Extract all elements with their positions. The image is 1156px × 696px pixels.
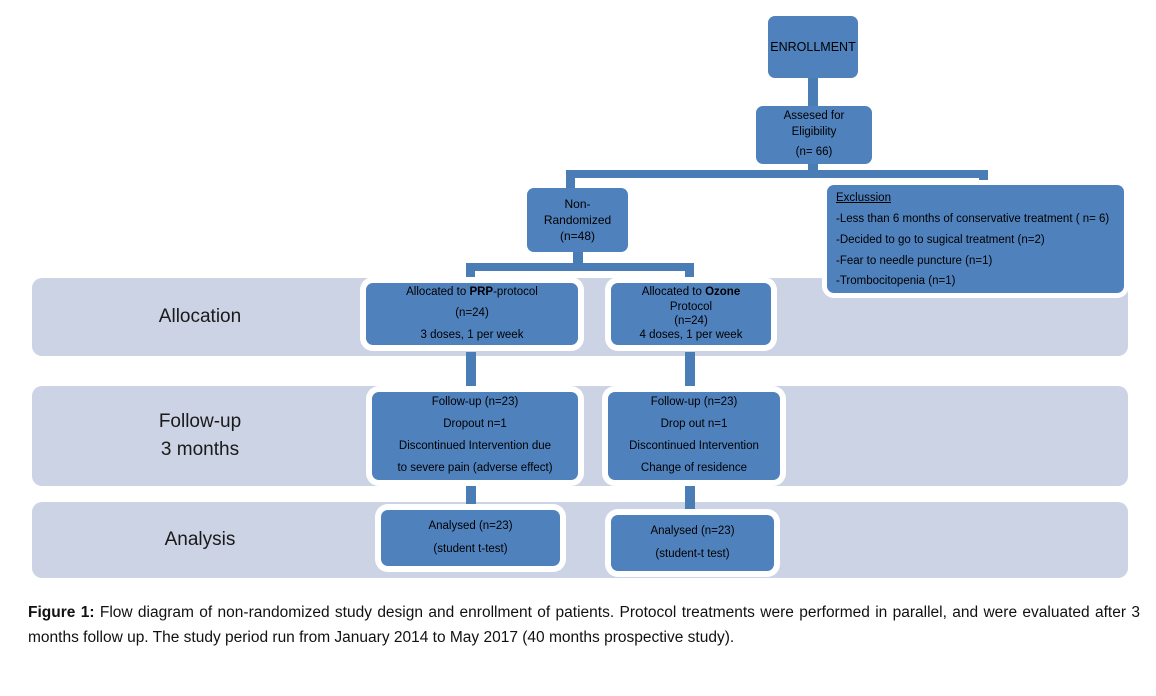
node-allocated-ozone-line1: Allocated to Ozone <box>642 285 740 299</box>
node-allocated-prp-line1-bold: PRP <box>469 286 494 299</box>
band-label-allocation: Allocation <box>60 278 340 356</box>
node-allocated-ozone[interactable]: Allocated to Ozone Protocol (n=24) 4 dos… <box>611 283 771 345</box>
connector-alloc-right-drop <box>685 263 694 283</box>
node-exclusion[interactable]: Exclussion -Less than 6 months of conser… <box>827 185 1124 293</box>
node-followup-ozone-line1: Follow-up (n=23) <box>650 396 738 409</box>
node-followup-ozone-line4: Change of residence <box>640 461 748 474</box>
node-allocated-prp-line2: (n=24) <box>455 307 489 320</box>
node-followup-prp-line4: to severe pain (adverse effect) <box>397 461 553 474</box>
node-non-randomized-line1: Non- <box>564 196 591 211</box>
node-analysis-prp[interactable]: Analysed (n=23) (student t-test) <box>381 510 560 566</box>
node-assessed-eligibility[interactable]: Assesed for Eligibility (n= 66) <box>756 106 872 164</box>
band-label-allocation-line1: Allocation <box>158 306 242 328</box>
node-allocated-prp-line1: Allocated to PRP-protocol <box>406 282 538 303</box>
band-analysis <box>32 502 1128 578</box>
node-allocated-prp[interactable]: Allocated to PRP-protocol (n=24) 3 doses… <box>366 283 578 345</box>
node-allocated-prp-line1-post: -protocol <box>493 286 538 299</box>
connector-prp-followup-to-analysis <box>466 482 476 510</box>
node-exclusion-title: Exclussion <box>836 192 891 204</box>
node-analysis-ozone-line2: (student-t test) <box>655 548 730 560</box>
band-followup <box>32 386 1128 486</box>
band-label-followup-line1: Follow-up <box>158 411 242 433</box>
node-allocated-ozone-line4: 4 doses, 1 per week <box>639 329 743 342</box>
node-exclusion-item-1: -Less than 6 months of conservative trea… <box>836 212 1110 225</box>
node-followup-ozone-line2: Drop out n=1 <box>660 418 728 431</box>
figure-caption: Figure 1: Flow diagram of non-randomized… <box>28 600 1140 650</box>
node-enrollment[interactable]: ENROLLMENT <box>768 16 858 78</box>
connector-split-bar-top <box>566 170 988 178</box>
connector-alloc-bar <box>466 263 694 271</box>
node-analysis-prp-line1: Analysed (n=23) <box>428 520 513 532</box>
node-allocated-ozone-line2: Protocol <box>669 300 713 313</box>
node-exclusion-item-3: -Fear to needle puncture (n=1) <box>836 254 993 267</box>
connector-prp-alloc-to-followup <box>466 352 476 394</box>
figure-caption-text: Flow diagram of non-randomized study des… <box>28 604 1140 647</box>
band-label-followup-line2: 3 months <box>160 439 240 460</box>
node-non-randomized[interactable]: Non- Randomized (n=48) <box>527 188 628 252</box>
connector-nonrandomized-stub <box>573 252 583 266</box>
connector-ozone-alloc-to-followup <box>685 352 695 394</box>
node-allocated-ozone-line3: (n=24) <box>674 315 708 327</box>
node-analysis-ozone-line1: Analysed (n=23) <box>650 525 735 537</box>
node-assessed-line2: Eligibility <box>791 125 837 138</box>
node-exclusion-item-4: -Trombocitopenia (n=1) <box>836 275 956 288</box>
node-analysis-prp-line2: (student t-test) <box>433 543 508 555</box>
figure-caption-prefix: Figure 1: <box>28 604 95 621</box>
node-exclusion-item-2: -Decided to go to sugical treatment (n=2… <box>836 233 1045 246</box>
connector-split-left-drop <box>566 170 575 188</box>
band-label-analysis-line1: Analysis <box>164 529 236 551</box>
node-followup-prp-line3: Discontinued Intervention due <box>398 440 552 452</box>
connector-ozone-followup-to-analysis <box>685 482 695 510</box>
node-followup-ozone-line3: Discontinued Intervention <box>629 440 759 452</box>
connector-alloc-left-drop <box>466 263 475 283</box>
node-allocated-ozone-line1-pre: Allocated to <box>641 286 706 299</box>
band-label-analysis: Analysis <box>60 502 340 578</box>
node-followup-prp-line2: Dropout n=1 <box>443 418 507 431</box>
node-assessed-line3: (n= 66) <box>795 146 833 159</box>
connector-enrollment-to-assessed <box>808 78 818 106</box>
node-non-randomized-line3: (n=48) <box>559 229 596 244</box>
node-non-randomized-line2: Randomized <box>543 212 612 227</box>
node-followup-prp[interactable]: Follow-up (n=23) Dropout n=1 Discontinue… <box>372 392 578 480</box>
node-allocated-prp-line3: 3 doses, 1 per week <box>420 328 524 341</box>
node-allocated-ozone-line1-bold: Ozone <box>705 286 741 299</box>
band-label-followup: Follow-up 3 months <box>60 386 340 486</box>
node-allocated-prp-line1-pre: Allocated to <box>406 286 470 299</box>
node-followup-prp-line1: Follow-up (n=23) <box>431 396 519 409</box>
connector-split-right-drop <box>979 170 988 188</box>
node-analysis-ozone[interactable]: Analysed (n=23) (student-t test) <box>611 515 774 571</box>
node-followup-ozone[interactable]: Follow-up (n=23) Drop out n=1 Discontinu… <box>608 392 780 480</box>
connector-assessed-stub <box>808 160 818 174</box>
node-assessed-line1: Assesed for <box>783 110 845 123</box>
node-enrollment-label: ENROLLMENT <box>770 39 856 54</box>
